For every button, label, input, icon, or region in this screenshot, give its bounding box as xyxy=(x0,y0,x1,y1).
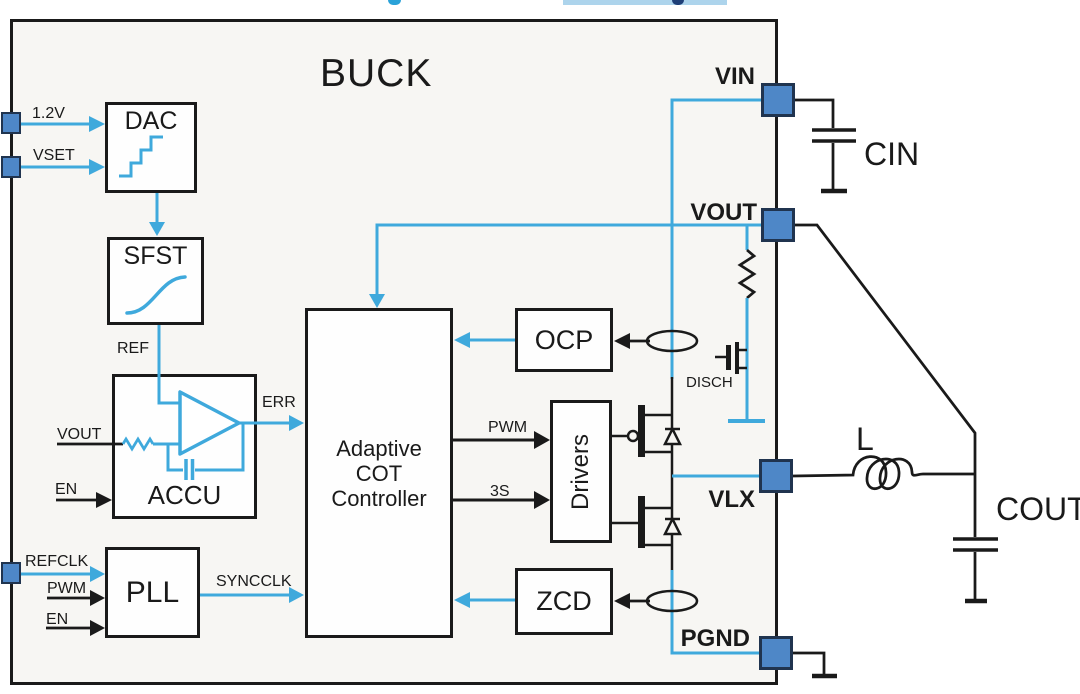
pin-vlx xyxy=(759,459,793,493)
signal-label-pwm-in: PWM xyxy=(47,580,87,597)
pin-1v2 xyxy=(1,112,21,134)
pin-refclk xyxy=(1,562,21,584)
block-drivers-label: Drivers xyxy=(567,433,594,510)
pin-label-vin: VIN xyxy=(714,63,755,90)
signal-label-vout-fb: VOUT xyxy=(57,426,102,443)
pin-label-vlx: VLX xyxy=(708,486,755,513)
signal-label-pwm-out: PWM xyxy=(488,419,528,436)
signal-label-disch: DISCH xyxy=(686,374,733,391)
block-ocp-label: OCP xyxy=(534,324,594,355)
block-zcd: ZCD xyxy=(515,568,613,635)
signal-label-en-accu: EN xyxy=(55,481,78,498)
block-adaptive-cot-controller: Adaptive COT Controller xyxy=(305,308,453,638)
cropped-caption-fragment-highlight xyxy=(563,0,727,5)
block-drivers: Drivers xyxy=(550,400,612,543)
block-zcd-label: ZCD xyxy=(536,586,592,616)
inductor-symbol xyxy=(792,455,975,490)
pin-label-1v2: 1.2V xyxy=(32,105,65,122)
block-accu-label: ACCU xyxy=(147,480,222,510)
pgnd-ground-icon xyxy=(793,651,837,679)
block-accu: ACCU xyxy=(112,374,257,519)
block-pll: PLL xyxy=(105,547,200,638)
component-label-cout: COUT xyxy=(996,491,1080,527)
signal-label-ref: REF xyxy=(117,340,149,357)
pin-vset xyxy=(1,156,21,178)
signal-label-err: ERR xyxy=(262,394,296,411)
pin-label-vset: VSET xyxy=(33,147,75,164)
block-dac: DAC xyxy=(105,102,197,193)
signal-label-en-pll: EN xyxy=(46,611,69,628)
block-cot-label: Adaptive COT Controller xyxy=(331,435,427,511)
pin-label-refclk: REFCLK xyxy=(25,553,89,570)
cropped-caption-fragment-navy-dot xyxy=(672,0,684,5)
block-sfst: SFST xyxy=(107,237,204,325)
block-ocp: OCP xyxy=(515,308,613,372)
block-dac-label: DAC xyxy=(124,107,178,135)
cropped-caption-fragment-dot xyxy=(388,0,401,5)
component-label-l: L xyxy=(856,421,874,457)
vout-external-wire xyxy=(795,223,977,537)
pin-vout xyxy=(761,208,795,242)
pin-pgnd xyxy=(759,636,793,670)
signal-label-3s: 3S xyxy=(490,483,510,500)
block-sfst-label: SFST xyxy=(123,242,188,270)
signal-label-syncclk: SYNCCLK xyxy=(216,573,292,590)
block-pll-label: PLL xyxy=(125,575,180,609)
cin-capacitor xyxy=(795,98,856,194)
component-label-cin: CIN xyxy=(864,136,920,172)
pin-vin xyxy=(761,83,795,117)
diagram-title: BUCK xyxy=(320,52,433,95)
cout-capacitor xyxy=(953,537,998,604)
pin-label-vout: VOUT xyxy=(690,199,757,226)
pin-label-pgnd: PGND xyxy=(680,625,750,652)
